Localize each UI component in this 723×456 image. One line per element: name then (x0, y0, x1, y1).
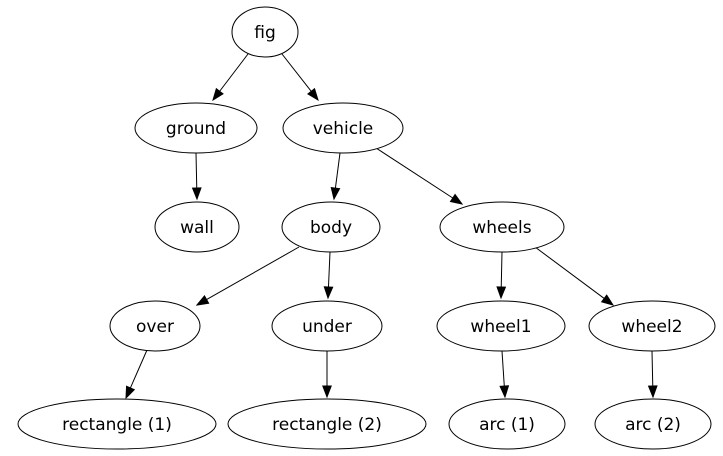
graph-node-arc1[interactable]: arc (1) (448, 398, 566, 450)
graph-node-wheel2[interactable]: wheel2 (588, 300, 716, 352)
edge-line (327, 251, 331, 288)
node-ellipse-wheels[interactable] (439, 201, 565, 253)
edge-vehicle-to-body (330, 152, 341, 201)
arrowhead-icon (212, 87, 224, 102)
nodes-layer: fig ground vehicle wall body wheels over under w… (17, 6, 716, 450)
node-ellipse-over[interactable] (109, 300, 201, 352)
arrowhead-icon (323, 286, 334, 300)
node-ellipse-rectangle2[interactable] (227, 398, 427, 450)
node-ellipse-vehicle[interactable] (282, 102, 404, 154)
graph-node-over[interactable]: over (109, 300, 201, 352)
arrowhead-icon (499, 385, 510, 399)
edge-fig-to-vehicle (281, 53, 319, 102)
node-label-wheel1: wheel1 (470, 317, 531, 337)
graph-node-body[interactable]: body (281, 201, 381, 253)
node-ellipse-body[interactable] (281, 201, 381, 253)
node-label-vehicle: vehicle (313, 119, 374, 139)
graph-node-arc2[interactable]: arc (2) (594, 398, 712, 450)
graph-node-vehicle[interactable]: vehicle (282, 102, 404, 154)
node-ellipse-arc1[interactable] (448, 398, 566, 450)
node-label-rectangle2: rectangle (2) (272, 415, 382, 435)
edge-line (334, 152, 341, 189)
edge-line (534, 246, 605, 299)
graph-node-fig[interactable]: fig (231, 6, 299, 58)
graph-node-wall[interactable]: wall (154, 201, 240, 253)
node-ellipse-wheel2[interactable] (588, 300, 716, 352)
node-label-wheel2: wheel2 (621, 317, 682, 337)
edge-wheels-to-wheel1 (496, 251, 507, 300)
node-ellipse-fig[interactable] (231, 6, 299, 58)
graph-node-wheel1[interactable]: wheel1 (436, 300, 566, 352)
arrowhead-icon (322, 385, 332, 399)
node-label-wheels: wheels (472, 218, 531, 238)
node-label-rectangle1: rectangle (1) (62, 415, 172, 435)
edge-line (129, 349, 148, 389)
node-ellipse-arc2[interactable] (594, 398, 712, 450)
edge-vehicle-to-wheels (375, 147, 464, 205)
node-ellipse-ground[interactable] (134, 102, 258, 154)
arrowhead-icon (191, 187, 202, 201)
node-ellipse-rectangle1[interactable] (17, 398, 217, 450)
node-label-ground: ground (166, 119, 226, 139)
node-ellipse-under[interactable] (271, 300, 383, 352)
arrowhead-icon (647, 385, 658, 399)
edge-line (501, 350, 505, 387)
edge-line (281, 53, 312, 92)
edge-ground-to-wall (191, 152, 202, 201)
node-label-arc1: arc (1) (479, 415, 535, 435)
edge-fig-to-ground (212, 53, 249, 102)
edge-wheel1-to-arc1 (499, 350, 510, 399)
arrowhead-icon (307, 87, 319, 102)
edge-under-to-rectangle2 (322, 351, 332, 399)
arrowhead-icon (496, 286, 507, 300)
arrowhead-icon (600, 294, 615, 306)
arrowhead-icon (330, 186, 341, 201)
arrowhead-icon (449, 193, 464, 205)
graph-node-wheels[interactable]: wheels (439, 201, 565, 253)
edge-wheels-to-wheel2 (534, 246, 615, 306)
node-label-wall: wall (180, 218, 214, 238)
graph-node-under[interactable]: under (271, 300, 383, 352)
edge-line (500, 251, 503, 288)
edge-line (375, 147, 454, 199)
node-label-under: under (302, 317, 352, 337)
arrowhead-icon (195, 295, 210, 306)
edge-wheel2-to-arc2 (647, 350, 658, 399)
edge-body-to-under (323, 251, 334, 300)
node-label-fig: fig (254, 23, 276, 43)
node-label-body: body (310, 218, 352, 238)
edges-layer (125, 53, 658, 400)
node-ellipse-wheel1[interactable] (436, 300, 566, 352)
edge-body-to-over (195, 246, 300, 306)
edge-line (219, 53, 249, 92)
node-label-arc2: arc (2) (625, 415, 681, 435)
graph-node-rectangle1[interactable]: rectangle (1) (17, 398, 217, 450)
arrowhead-icon (125, 385, 136, 400)
edge-over-to-rectangle1 (125, 349, 148, 400)
graph-node-ground[interactable]: ground (134, 102, 258, 154)
edge-line (651, 350, 654, 387)
graph-node-rectangle2[interactable]: rectangle (2) (227, 398, 427, 450)
edge-line (206, 246, 300, 300)
edge-line (195, 152, 198, 189)
node-ellipse-wall[interactable] (154, 201, 240, 253)
node-label-over: over (136, 317, 174, 337)
